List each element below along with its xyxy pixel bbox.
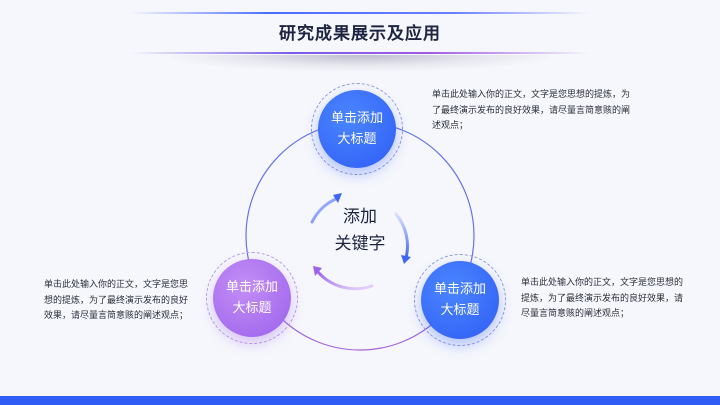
node-right-title-line1: 单击添加 <box>433 282 486 297</box>
cycle-arrow-arc-bottom <box>316 270 374 291</box>
node-top-title-line1: 单击添加 <box>330 111 383 126</box>
header-shadow <box>170 55 550 71</box>
node-left-dashed-ring <box>206 252 298 344</box>
node-right-circle[interactable]: 单击添加 大标题 <box>421 261 499 339</box>
header-top-divider <box>130 12 590 14</box>
node-left-title-line1: 单击添加 <box>225 280 278 295</box>
cycle-arrowhead-top <box>333 193 342 203</box>
node-right-dashed-ring <box>414 254 506 346</box>
header-bottom-divider <box>130 52 590 54</box>
node-top-title-line2: 大标题 <box>337 132 377 147</box>
node-top-circle[interactable]: 单击添加 大标题 <box>318 90 396 168</box>
node-top-dashed-ring <box>311 83 403 175</box>
center-keyword-line1: 添加 <box>343 207 377 227</box>
footer-accent-bar <box>0 396 720 405</box>
cycle-arrowhead-right <box>401 255 411 264</box>
node-right-description: 单击此处输入你的正文，文字是您思想的提炼，为了最终演示发布的良好效果，请尽量言简… <box>521 278 684 319</box>
node-left-circle[interactable]: 单击添加 大标题 <box>213 259 291 337</box>
center-keyword[interactable]: 添加 关键字 <box>330 204 390 258</box>
node-top-description: 单击此处输入你的正文，文字是您思想的提炼，为了最终演示发布的良好效果，请尽量言简… <box>432 90 631 131</box>
node-left-title-line2: 大标题 <box>232 301 272 316</box>
center-keyword-line2: 关键字 <box>334 234 386 254</box>
cycle-arrowhead-bottom <box>313 266 322 276</box>
page-title: 研究成果展示及应用 <box>279 24 441 44</box>
cycle-arrow-arc-right <box>394 212 409 260</box>
node-right-title-line2: 大标题 <box>440 303 480 318</box>
node-left-description: 单击此处输入你的正文，文字是您思想的提炼，为了最终演示发布的良好效果，请尽量言简… <box>44 280 189 321</box>
